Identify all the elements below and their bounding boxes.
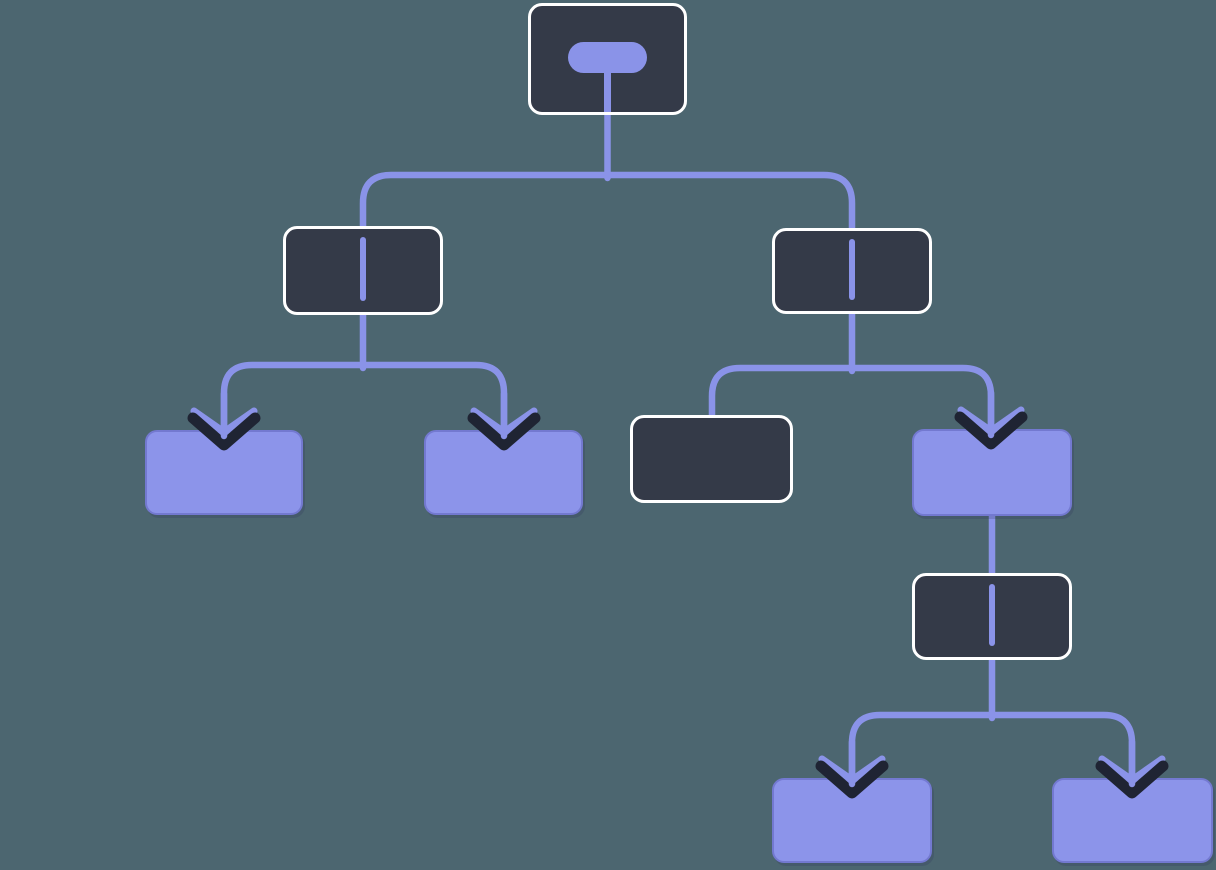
tree-node-leaf-1[interactable] <box>145 430 303 515</box>
tree-node-branch-lower[interactable] <box>912 573 1072 660</box>
tree-node-mid-purple[interactable] <box>912 429 1072 516</box>
tree-node-branch-left[interactable] <box>283 226 443 315</box>
divider-line <box>849 239 855 300</box>
divider-line <box>989 584 995 646</box>
tree-node-leaf-4[interactable] <box>1052 778 1213 863</box>
divider-line <box>360 237 366 301</box>
tree-node-mid-dark[interactable] <box>630 415 793 503</box>
tree-node-branch-right[interactable] <box>772 228 932 314</box>
root-pill <box>568 42 647 73</box>
tree-node-leaf-2[interactable] <box>424 430 583 515</box>
tree-node-root[interactable] <box>528 3 687 115</box>
tree-node-leaf-3[interactable] <box>772 778 932 863</box>
root-pill-stem <box>604 56 611 112</box>
